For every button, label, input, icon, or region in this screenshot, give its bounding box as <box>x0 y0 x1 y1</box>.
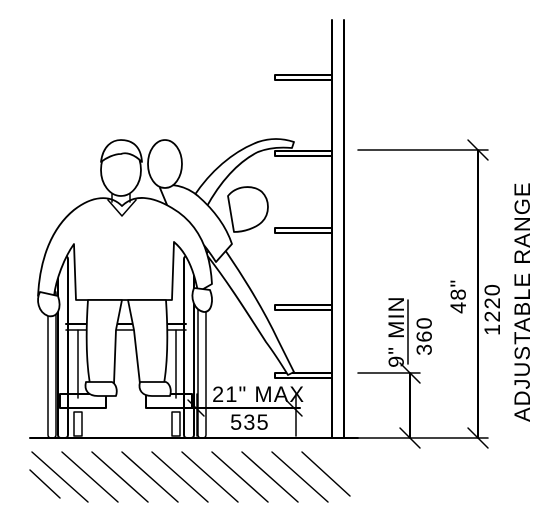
floor-hatching <box>29 451 351 503</box>
range-imperial-label: 48" <box>446 279 471 314</box>
reach-max-imperial-label: 21" MAX <box>212 382 305 407</box>
shelf <box>274 304 333 311</box>
adjustable-range-caption: ADJUSTABLE RANGE <box>510 181 535 422</box>
shelf <box>274 372 333 379</box>
shelves <box>274 74 333 379</box>
min-height-metric-label: 360 <box>412 316 437 356</box>
seated-person <box>37 139 213 397</box>
range-metric-label: 1220 <box>480 283 505 336</box>
reach-dimension: 21" MAX 535 <box>187 382 305 437</box>
reach-max-metric-label: 535 <box>230 410 270 435</box>
floor <box>29 437 359 503</box>
height-dimensions: 9" MIN 360 48" 1220 ADJUSTABLE RANGE <box>357 139 535 449</box>
shelf <box>274 150 333 157</box>
min-height-imperial-label: 9" MIN <box>384 296 409 368</box>
wall <box>331 19 345 439</box>
shelf <box>274 227 333 234</box>
reaching-figure-outline <box>147 138 295 376</box>
shelf <box>274 74 333 81</box>
